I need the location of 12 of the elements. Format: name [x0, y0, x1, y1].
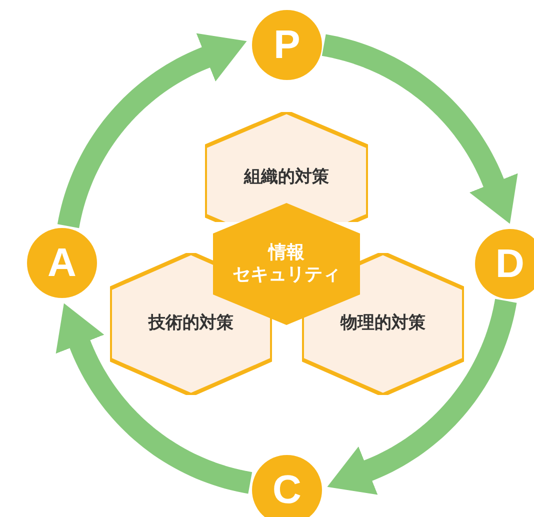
node-label: 物理的対策 [340, 313, 426, 335]
phase-letter: A [48, 240, 76, 287]
phase-circle [475, 229, 534, 299]
node-label: セキュリティ [232, 264, 340, 286]
node-label: 情報 [268, 242, 304, 264]
node-label: 組織的対策 [244, 167, 329, 189]
phase-letter: C [272, 467, 302, 514]
phase-circle [252, 455, 322, 517]
hexagon-box [205, 112, 368, 222]
phase-letter: D [496, 241, 524, 288]
node-label: 技術的対策 [148, 313, 234, 335]
phase-letter: P [274, 22, 300, 69]
